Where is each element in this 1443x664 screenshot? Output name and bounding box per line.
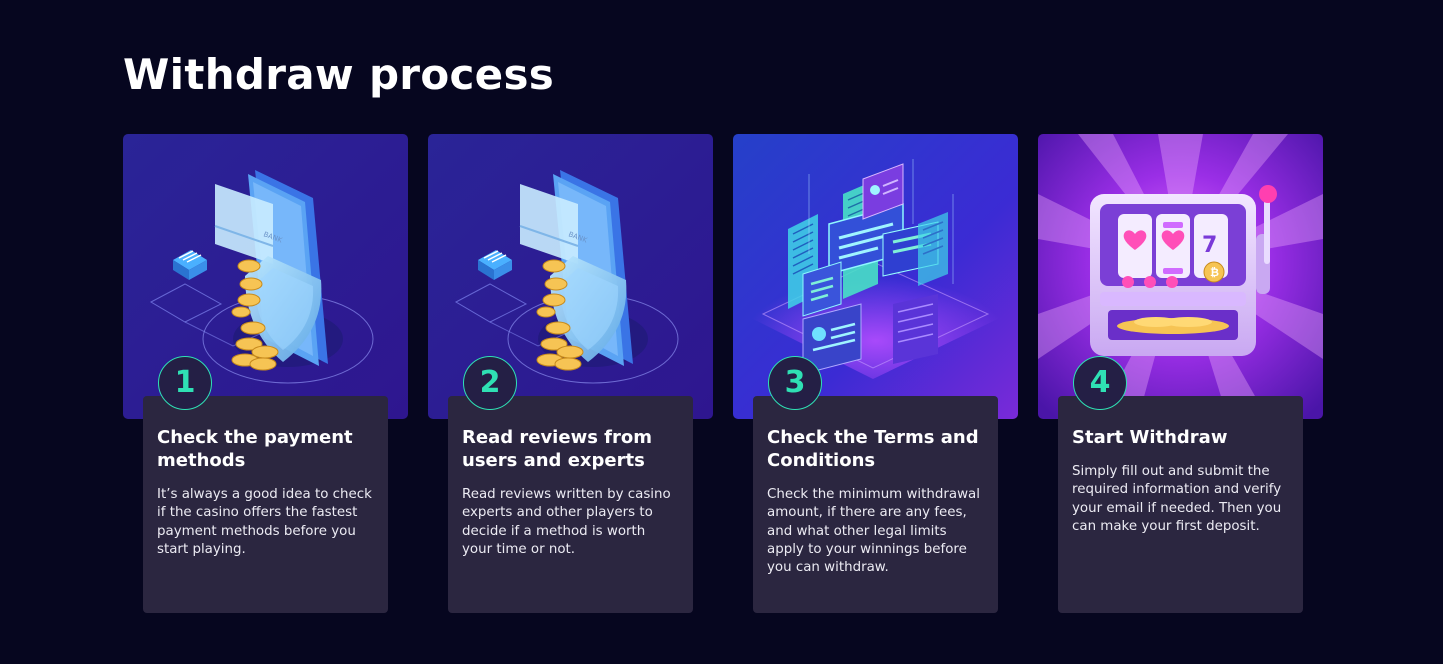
step-number-badge: 1 (158, 356, 212, 410)
step-description: It’s always a good idea to check if the … (157, 487, 372, 557)
step-card: Check the payment methods It’s always a … (143, 396, 388, 613)
svg-text:7: 7 (1202, 233, 1217, 258)
step-title: Start Withdraw (1072, 427, 1228, 448)
step-card: Start Withdraw Simply fill out and submi… (1058, 396, 1303, 613)
step-4: 7 ₿ Start Withdraw Simply fill out an (1038, 134, 1323, 614)
step-number-badge: 4 (1073, 356, 1127, 410)
withdraw-steps: BANK Check the payment methods It’s (123, 134, 1323, 614)
page-title: Withdraw process (123, 50, 555, 99)
step-card: Read reviews from users and experts Read… (448, 396, 693, 613)
svg-text:₿: ₿ (1210, 266, 1219, 279)
step-description: Check the minimum withdrawal amount, if … (767, 487, 980, 576)
slot-machine-illustration: 7 ₿ (1038, 134, 1323, 419)
step-card: Check the Terms and Conditions Check the… (753, 396, 998, 613)
step-title: Check the payment methods (157, 427, 353, 471)
step-number-badge: 3 (768, 356, 822, 410)
step-2: BANK Read reviews from users and experts (428, 134, 713, 614)
step-title: Read reviews from users and experts (462, 427, 653, 471)
step-1: BANK Check the payment methods It’s (123, 134, 408, 614)
step-number-badge: 2 (463, 356, 517, 410)
step-description: Simply fill out and submit the required … (1072, 464, 1282, 534)
step-title: Check the Terms and Conditions (767, 427, 979, 471)
reviews-illustration: BANK (428, 134, 713, 419)
step-3: Check the Terms and Conditions Check the… (733, 134, 1018, 614)
step-description: Read reviews written by casino experts a… (462, 487, 671, 557)
